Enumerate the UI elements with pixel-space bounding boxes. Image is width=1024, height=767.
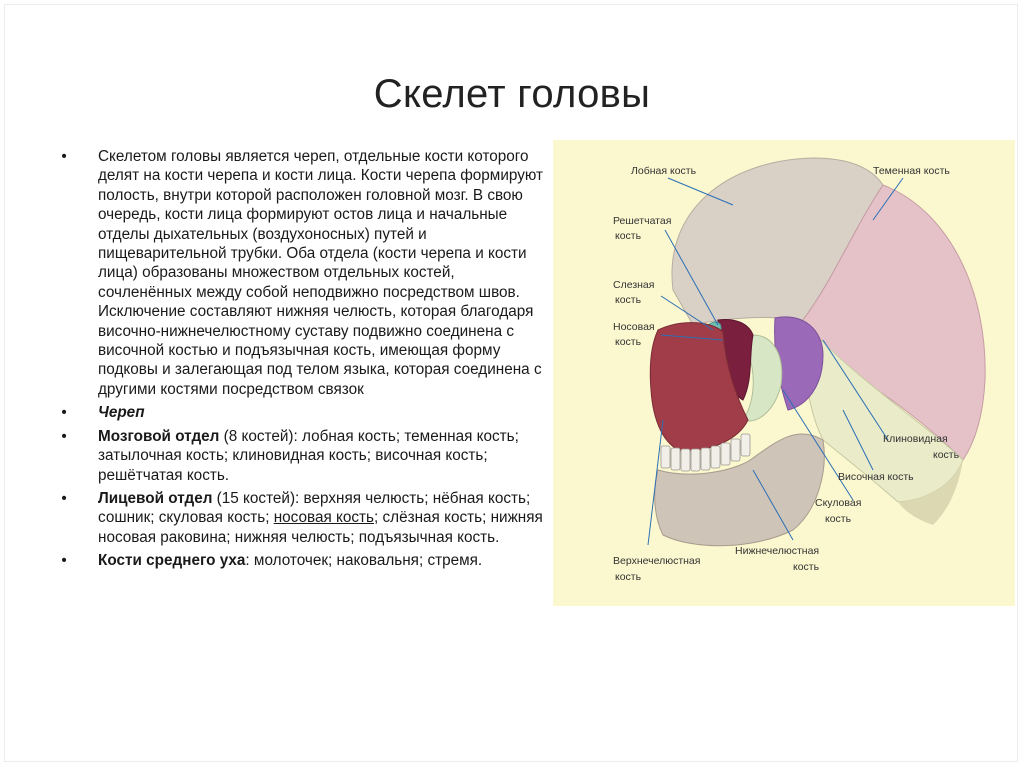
slide-title: Скелет головы [373,72,651,116]
bullet-list: • Скелетом головы является череп, отдель… [58,147,544,575]
bullet-middle-ear: • Кости среднего уха: молоточек; наковал… [58,551,544,570]
bullet-text: Скелетом головы является череп, отдельны… [98,148,543,398]
label-sphenoid-1: Клиновидная [883,433,948,445]
label-parietal: Теменная кость [873,165,950,177]
middle-ear-heading: Кости среднего уха [98,552,246,570]
bullet-facial-section: • Лицевой отдел (15 костей): верхняя чел… [58,489,544,547]
label-ethmoid-1: Решетчатая [613,215,671,227]
label-zygomatic-1: Скуловая [815,497,861,509]
cranial-section-heading: Мозговой отдел [98,427,220,445]
facial-section-text-1: (15 костей): верхняя челюсть; нёбная кос… [98,489,531,527]
skull-illustration: Лобная кость Теменная кость Решетчатая к… [613,157,986,583]
facial-section-heading: Лицевой отдел [98,489,213,507]
label-temporal: Височная кость [838,471,914,483]
bullet-marker: • [61,148,67,165]
temporal-bone [802,318,964,503]
cranial-section-text: (8 костей): лобная кость; теменная кость… [98,427,519,484]
bullet-marker: • [61,404,67,422]
nasal-bone-link[interactable]: носовая кость [273,509,374,527]
label-sphenoid-2: кость [933,449,960,461]
facial-section-text-2: ; слёзная кость; нижняя носовая раковина… [98,509,543,546]
label-maxilla-2: кость [615,571,642,583]
middle-ear-text: : молоточек; наковальня; стремя. [245,552,483,570]
maxilla-bone [649,322,749,453]
label-mandible-2: кость [793,561,820,573]
bullet-marker: • [61,427,67,445]
zygomatic-bone [742,334,783,422]
label-maxilla-1: Верхнечелюстная [613,555,700,567]
skull-diagram: Лобная кость Теменная кость Решетчатая к… [553,140,1015,606]
bullet-marker: • [61,489,67,507]
bullet-skull: • Череп [58,403,544,422]
label-nasal-2: кость [615,336,642,348]
label-lacrimal-2: кость [615,294,642,306]
label-nasal-1: Носовая [613,321,655,333]
bullet-skull-description: • Скелетом головы является череп, отдель… [58,147,544,399]
teeth [660,433,751,472]
mandible-bone [654,433,825,547]
bullet-marker: • [61,552,67,570]
parietal-bone [802,184,986,461]
bullet-skull-heading: Череп [98,404,145,422]
label-ethmoid-2: кость [615,230,642,242]
bullet-cranial-section: • Мозговой отдел (8 костей): лобная кост… [58,427,544,485]
label-lacrimal-1: Слезная [613,279,654,291]
label-frontal: Лобная кость [631,165,697,177]
label-mandible-1: Нижнечелюстная [735,545,819,557]
occipital-shadow [898,460,963,525]
label-zygomatic-2: кость [825,513,852,525]
leader-lines [647,177,904,546]
